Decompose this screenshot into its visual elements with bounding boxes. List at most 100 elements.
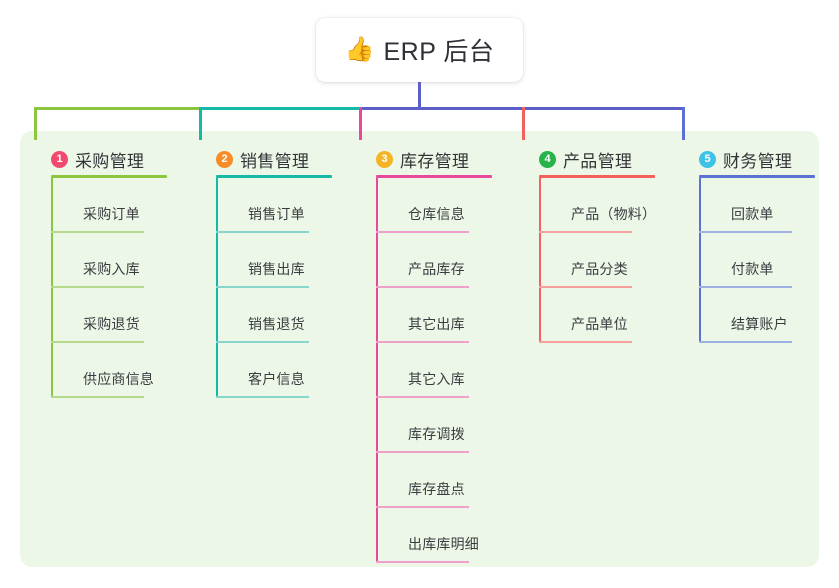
leaf-label: 其它入库	[408, 371, 465, 387]
leaf-rule	[216, 396, 309, 398]
leaf-item[interactable]: 采购入库	[51, 233, 144, 288]
leaf-label: 销售出库	[248, 261, 305, 277]
branch-title: 采购管理	[75, 151, 145, 171]
leaf-item[interactable]: 其它入库	[376, 343, 469, 398]
root-node-content: 👍 ERP 后台	[345, 32, 495, 68]
leaf-item[interactable]: 结算账户	[699, 288, 792, 343]
leaf-rule	[539, 286, 632, 288]
root-node-erp-backend[interactable]: 👍 ERP 后台	[316, 18, 523, 82]
leaf-rule	[216, 231, 309, 233]
leaf-label: 产品（物料）	[571, 206, 657, 222]
branch-title: 财务管理	[723, 151, 793, 171]
branch-column-产品管理: 4 产品管理产品（物料） 产品分类产品单位	[521, 140, 656, 343]
leaf-item[interactable]: 销售出库	[216, 233, 309, 288]
leaf-label: 产品单位	[571, 316, 628, 332]
branch-column-财务管理: 5 财务管理回款单付款单结算账户	[681, 140, 815, 343]
leaf-item[interactable]: 产品单位	[539, 288, 632, 343]
thumbs-up-icon: 👍	[344, 36, 375, 63]
bus-segment-1	[34, 107, 202, 110]
branch-title: 销售管理	[240, 151, 310, 171]
leaf-rule	[539, 231, 632, 233]
leaf-label: 仓库信息	[408, 206, 465, 222]
branch-header-rule	[51, 175, 167, 178]
leaf-item[interactable]: 库存盘点	[376, 453, 469, 508]
leaf-item[interactable]: 供应商信息	[51, 343, 154, 398]
leaf-rule	[51, 341, 144, 343]
bus-segment-4	[522, 107, 685, 110]
leaf-label: 付款单	[731, 261, 774, 277]
leaf-rule	[376, 341, 469, 343]
trunk-center-vertical	[418, 82, 421, 110]
branch-header-采购管理[interactable]: 1 采购管理	[33, 140, 167, 178]
leaf-label: 结算账户	[731, 316, 788, 332]
branch-title: 库存管理	[400, 151, 470, 171]
leaf-rule	[216, 286, 309, 288]
branch-header-rule	[539, 175, 655, 178]
branch-number-badge: 3	[376, 150, 393, 168]
leaf-item[interactable]: 仓库信息	[376, 178, 469, 233]
leaf-list: 回款单付款单结算账户	[681, 178, 792, 343]
branch-number-badge: 4	[539, 150, 556, 168]
leaf-rule	[376, 286, 469, 288]
leaf-label: 出库库明细	[408, 536, 479, 552]
leaf-rule	[51, 396, 144, 398]
drop-2	[199, 107, 202, 140]
branch-header-财务管理[interactable]: 5 财务管理	[681, 140, 815, 178]
leaf-trunk-line	[216, 178, 218, 398]
leaf-label: 采购订单	[83, 206, 140, 222]
leaf-rule	[51, 231, 144, 233]
bus-segment-2	[199, 107, 362, 110]
leaf-item[interactable]: 产品分类	[539, 233, 632, 288]
drop-1	[34, 107, 37, 140]
leaf-label: 其它出库	[408, 316, 465, 332]
leaf-rule	[51, 286, 144, 288]
branch-number-badge: 5	[699, 150, 716, 168]
leaf-item[interactable]: 产品（物料）	[539, 178, 656, 233]
bus-segment-3	[359, 107, 525, 110]
leaf-trunk-line	[699, 178, 701, 343]
root-node-label: ERP 后台	[383, 38, 495, 66]
leaf-trunk-line	[539, 178, 541, 343]
branch-title: 产品管理	[563, 151, 633, 171]
leaf-item[interactable]: 库存调拨	[376, 398, 469, 453]
leaf-item[interactable]: 销售订单	[216, 178, 309, 233]
leaf-rule	[539, 341, 632, 343]
leaf-rule	[376, 231, 469, 233]
branch-header-库存管理[interactable]: 3 库存管理	[358, 140, 492, 178]
leaf-label: 产品分类	[571, 261, 628, 277]
leaf-trunk-line	[51, 178, 53, 398]
leaf-label: 采购退货	[83, 316, 140, 332]
leaf-rule	[376, 506, 469, 508]
leaf-label: 销售订单	[248, 206, 305, 222]
leaf-item[interactable]: 采购退货	[51, 288, 144, 343]
branch-column-库存管理: 3 库存管理仓库信息产品库存其它出库其它入库库存调拨库存盘点出库库明细	[358, 140, 492, 563]
leaf-item[interactable]: 客户信息	[216, 343, 309, 398]
leaf-item[interactable]: 回款单	[699, 178, 792, 233]
leaf-rule	[699, 231, 792, 233]
leaf-rule	[699, 341, 792, 343]
drop-5	[682, 107, 685, 140]
branch-number-badge: 1	[51, 150, 68, 168]
drop-3	[359, 107, 362, 140]
leaf-item[interactable]: 出库库明细	[376, 508, 479, 563]
leaf-rule	[699, 286, 792, 288]
background-panel	[20, 131, 819, 567]
leaf-label: 供应商信息	[83, 371, 154, 387]
leaf-item[interactable]: 销售退货	[216, 288, 309, 343]
leaf-item[interactable]: 采购订单	[51, 178, 144, 233]
leaf-label: 采购入库	[83, 261, 140, 277]
leaf-item[interactable]: 其它出库	[376, 288, 469, 343]
leaf-item[interactable]: 产品库存	[376, 233, 469, 288]
drop-4	[522, 107, 525, 140]
leaf-label: 库存盘点	[408, 481, 465, 497]
leaf-rule	[376, 396, 469, 398]
branch-header-产品管理[interactable]: 4 产品管理	[521, 140, 655, 178]
leaf-label: 库存调拨	[408, 426, 465, 442]
leaf-rule	[216, 341, 309, 343]
leaf-item[interactable]: 付款单	[699, 233, 792, 288]
leaf-label: 产品库存	[408, 261, 465, 277]
branch-header-rule	[216, 175, 332, 178]
